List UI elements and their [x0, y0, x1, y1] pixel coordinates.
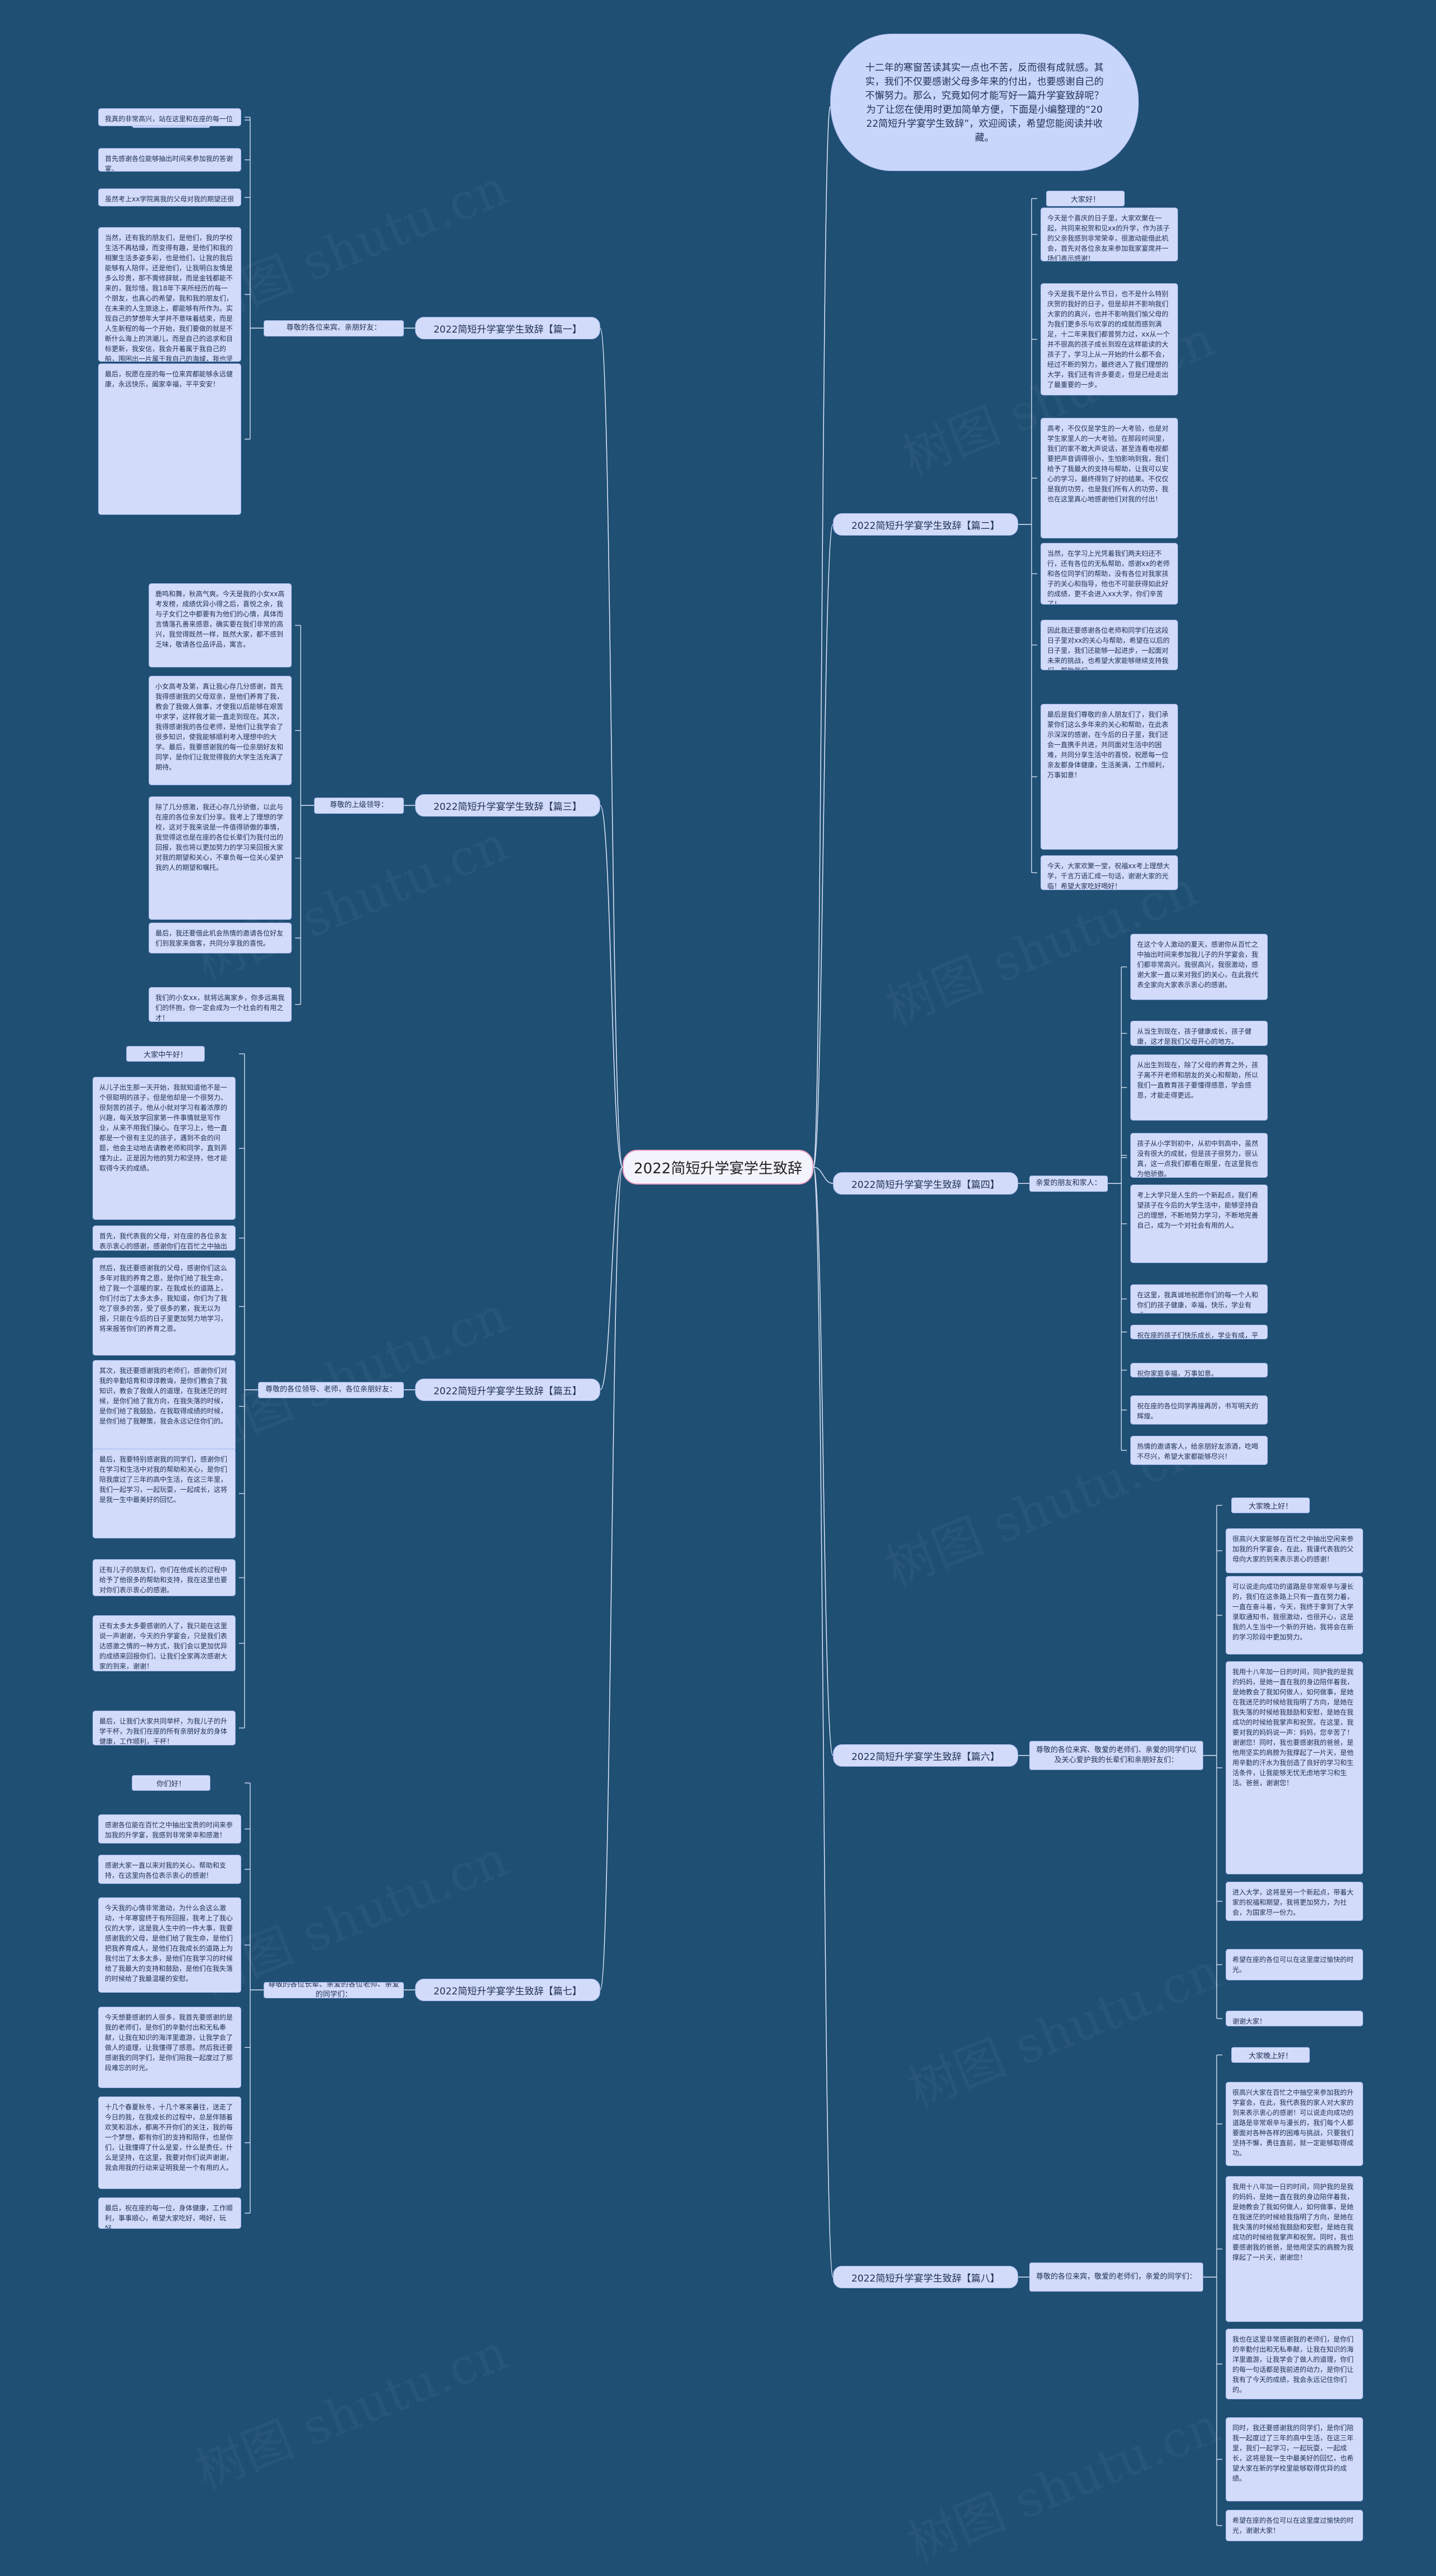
branch-2-item: 当然，在学习上光凭着我们两夫妇还不行，还有各位的无私帮助，感谢xx的老师和各位同…	[1041, 543, 1178, 605]
branch-6-title: 2022简短升学宴学生致辞【篇六】	[833, 1744, 1018, 1767]
intro-bubble: 十二年的寒窗苦读其实一点也不苦，反而很有成就感。其实，我们不仅要感谢父母多年来的…	[830, 34, 1139, 171]
branch-6-item: 谢谢大家！	[1226, 2011, 1363, 2026]
branch-3-item: 最后，我还要借此机会热情的邀请各位好友们到我家来做客，共同分享我的喜悦。	[149, 923, 292, 953]
branch-8-link	[813, 1167, 834, 2278]
branch-7-greeting: 你们好！	[132, 1775, 210, 1791]
branch-2-item: 今天，大家欢聚一堂，祝福xx考上理想大学，千言万语汇成一句话，谢谢大家的光临！希…	[1041, 855, 1178, 890]
branch-5-item: 然后，我还要感谢我的父母，感谢你们这么多年对我的养育之恩，是你们给了我生命，给了…	[93, 1257, 236, 1356]
branch-4-item: 祝在座的孩子们快乐成长，学业有成，平安一生！	[1130, 1325, 1268, 1339]
branch-6-item: 我用十八年加一日的时间，同护我的是我的妈妈，是她一直在我的身边陪伴着我，是她教会…	[1226, 1661, 1363, 1874]
branch-4-audience: 亲爱的朋友和家人：	[1029, 1175, 1108, 1192]
branch-4-title: 2022简短升学宴学生致辞【篇四】	[833, 1172, 1018, 1195]
branch-7-item: 十几个春夏秋冬，十几个寒来暑往，送走了今日的我，在我成长的过程中，总是伴随着欢笑…	[98, 2096, 241, 2189]
branch-8-title: 2022简短升学宴学生致辞【篇八】	[833, 2266, 1018, 2288]
branch-8-item: 我也在这里非常感谢我的老师们，是你们的辛勤付出和无私奉献，让我在知识的海洋里遨游…	[1226, 2329, 1363, 2399]
branch-4-item: 在这里，我真诚地祝愿你们的每一个人和你们的孩子健康，幸福，快乐，学业有成。	[1130, 1284, 1268, 1314]
branch-7-item: 今天我的心情非常激动，为什么会这么激动，十年寒窗终于有所回报，我考上了我心仪的大…	[98, 1897, 241, 1993]
branch-2-item: 今天是个喜庆的日子里，大家欢聚在一起，共同来祝贺和见xx的升学，作为孩子的父亲我…	[1041, 208, 1178, 261]
branch-3-link	[600, 805, 623, 1168]
branch-2-title: 2022简短升学宴学生致辞【篇二】	[833, 513, 1018, 536]
branch-6-item: 很高兴大家能够在百忙之中抽出空闲来参加我的升学宴会，在此，我谨代表我的父母向大家…	[1226, 1528, 1363, 1573]
branch-3-item: 我们的小女xx，就将远离家乡，你多远离我们的怀抱，你一定会成为一个社会的有用之才…	[149, 987, 292, 1022]
branch-2-greeting: 大家好！	[1046, 191, 1125, 206]
branch-6-link	[813, 1167, 834, 1756]
branch-5-item: 最后，让我们大家共同举杯，为我儿子的升学干杯，为我们在座的所有亲朋好友的身体健康…	[93, 1711, 236, 1745]
branch-7-item: 今天想要感谢的人很多，我首先要感谢的是我的老师们，是你们的辛勤付出和无私奉献，让…	[98, 2007, 241, 2088]
branch-7-item: 感谢各位能在百忙之中抽出宝贵的时间来参加我的升学宴，我感到非常荣幸和感激！	[98, 1814, 241, 1844]
branch-7-title: 2022简短升学宴学生致辞【篇七】	[415, 1979, 600, 2001]
branch-3-item: 鹿鸣和舞，秋高气爽。今天是我的小女xx高考发榜，成绩优异小得之后，喜悦之余，我与…	[149, 583, 292, 667]
branch-4-item: 考上大学只是人生的一个新起点，我们希望孩子在今后的大学生活中，能够坚持自己的理想…	[1130, 1185, 1268, 1263]
branch-1-link	[600, 328, 623, 1168]
branch-2-item: 高考，不仅仅是学生的一大考验，也是对学生家里人的一大考验。在那段时间里，我们的家…	[1041, 418, 1178, 538]
branch-2-link	[813, 524, 834, 1168]
branch-1-item: 当然，还有我的朋友们，是他们，我的学校生活不再枯燥，而变得有趣，是他们和我的相聚…	[98, 227, 241, 362]
branch-2-item: 因此我还要感谢各位老师和同学们在这段日子里对xx的关心与帮助，希望在以后的日子里…	[1041, 620, 1178, 670]
branch-1-item: 我真的非常高兴，站在这里和在座的每一位共同分享我的喜悦。	[98, 108, 241, 126]
branch-2-item: 最后是我们尊敬的亲人朋友们了，我们承蒙你们这么多年来的关心和帮助，在此表示深深的…	[1041, 704, 1178, 850]
branch-3-audience: 尊敬的上级领导：	[314, 797, 404, 814]
branch-4-link	[813, 1167, 834, 1184]
branch-4-item: 祝在座的各位同学再接再厉，书写明天的辉煌。	[1130, 1395, 1268, 1425]
branch-5-item: 从儿子出生那一天开始，我就知道他不是一个很聪明的孩子，但是他却是一个很努力、很刻…	[93, 1077, 236, 1220]
branch-5-item: 最后，我要特别感谢我的同学们，感谢你们在学习和生活中对我的帮助和关心，是你们陪我…	[93, 1449, 236, 1538]
branch-8-item: 同时，我还要感谢我的同学们，是你们陪我一起度过了三年的高中生活，在这三年里，我们…	[1226, 2417, 1363, 2501]
branch-2-item: 今天是我不是什么节日，也不是什么特别庆贺的我好的日子，但是却并不影响我们大家的的…	[1041, 283, 1178, 395]
branch-6-greeting: 大家晚上好！	[1231, 1497, 1310, 1513]
root-topic: 2022简短升学宴学生致辞	[623, 1150, 813, 1185]
branch-4-item: 在这个令人激动的夏天，感谢你从百忙之中抽出时间来参加我儿子的升学宴会，我们都非常…	[1130, 934, 1268, 1000]
branch-4-item: 孩子从小学到初中，从初中到高中，虽然没有很大的成就，但是孩子很努力，很认真，这一…	[1130, 1133, 1268, 1178]
branch-6-item: 可以说走向成功的道路是非常艰辛与漫长的，我们在这条路上只有一直在努力着，一直在奋…	[1226, 1576, 1363, 1655]
branch-7-item: 感谢大家一直以来对我的关心、帮助和支持，在这里向各位表示衷心的感谢！	[98, 1855, 241, 1884]
branch-4-item: 热情的邀请客人，给亲朋好友添酒，吃喝不尽兴，希望大家都能够尽兴！	[1130, 1436, 1268, 1465]
branch-5-item: 首先，我代表我的父母，对在座的各位亲友表示衷心的感谢，感谢你们在百忙之中抽出时间…	[93, 1225, 236, 1251]
branch-3-item: 小女高考及第，真让我心存几分感谢，首先我得感谢我的父母双亲，是他们养育了我，教会…	[149, 676, 292, 785]
branch-3-title: 2022简短升学宴学生致辞【篇三】	[415, 794, 600, 817]
intro-link	[813, 106, 831, 1168]
branch-5-title: 2022简短升学宴学生致辞【篇五】	[415, 1379, 600, 1401]
branch-7-audience: 尊敬的各位长辈、亲爱的各位老师、亲爱的同学们：	[264, 1981, 404, 1998]
branch-5-greeting: 大家中午好！	[126, 1046, 205, 1062]
branch-8-item: 我用十八年加一日的时间，同护我的是我的妈妈，是她一直在我的身边陪伴着我，是她教会…	[1226, 2176, 1363, 2322]
branch-5-item: 其次，我还要感谢我的老师们，感谢你们对我的辛勤培育和谆谆教诲，是你们教会了我知识…	[93, 1360, 236, 1453]
branch-1-item: 最后，祝愿在座的每一位来宾都能够永远健康，永远快乐，阖家幸福，平平安安！	[98, 363, 241, 515]
branch-5-item: 还有太多太多要感谢的人了，我只能在这里说一声谢谢，今天的升学宴会，只是我们表达感…	[93, 1615, 236, 1671]
branch-1-item: 虽然考上xx学院离我的父母对我的期望还很远，但我依然要在这里对他们说出我的感谢，…	[98, 188, 241, 206]
branch-4-item: 从当生到现在，孩子健康成长，孩子健康，这才是我们父母开心的地方。	[1130, 1021, 1268, 1046]
branch-8-item: 希望在座的各位可以在这里度过愉快的时光，谢谢大家！	[1226, 2510, 1363, 2541]
branch-6-item: 进入大学，这将是另一个新起点，带着大家的祝福和期望，我将更加努力，为社会，为国家…	[1226, 1882, 1363, 1921]
branch-8-audience: 尊敬的各位来宾，敬爱的老师们，亲爱的同学们：	[1029, 2262, 1203, 2292]
branch-4-item: 祝你家庭幸福，万事如意。	[1130, 1363, 1268, 1377]
branch-1-title: 2022简短升学宴学生致辞【篇一】	[415, 317, 600, 339]
branch-6-audience: 尊敬的各位来宾、敬爱的老师们、亲爱的同学们以及关心爱护我的长辈们和亲朋好友们：	[1029, 1741, 1203, 1770]
branch-7-link	[600, 1167, 623, 1990]
branch-1-audience: 尊敬的各位来宾、亲朋好友：	[264, 320, 404, 337]
branch-1-item: 首先感谢各位能够抽出时间来参加我的答谢宴。	[98, 148, 241, 172]
branch-5-item: 还有儿子的朋友们，你们在他成长的过程中给予了他很多的帮助和支持，我在这里也要对你…	[93, 1559, 236, 1596]
branch-5-link	[600, 1167, 623, 1390]
branch-4-item: 从出生到现在，除了父母的养育之外，孩子离不开老师和朋友的关心和帮助，所以我们一直…	[1130, 1054, 1268, 1121]
branch-7-item: 最后，祝在座的每一位，身体健康，工作顺利，事事顺心，希望大家吃好，喝好，玩好。	[98, 2197, 241, 2229]
branch-8-greeting: 大家晚上好！	[1231, 2047, 1310, 2063]
branch-5-audience: 尊敬的各位领导、老师，各位亲朋好友：	[258, 1381, 404, 1398]
branch-8-item: 很高兴大家在百忙之中抽空来参加我的升学宴会，在此，我代表我的家人对大家的到来表示…	[1226, 2082, 1363, 2166]
branch-6-item: 希望在座的各位可以在这里度过愉快的时光。	[1226, 1949, 1363, 1980]
branch-3-item: 除了几分感激，我还心存几分骄傲，以此与在座的各位亲友们分享。我考上了理想的学校，…	[149, 796, 292, 920]
